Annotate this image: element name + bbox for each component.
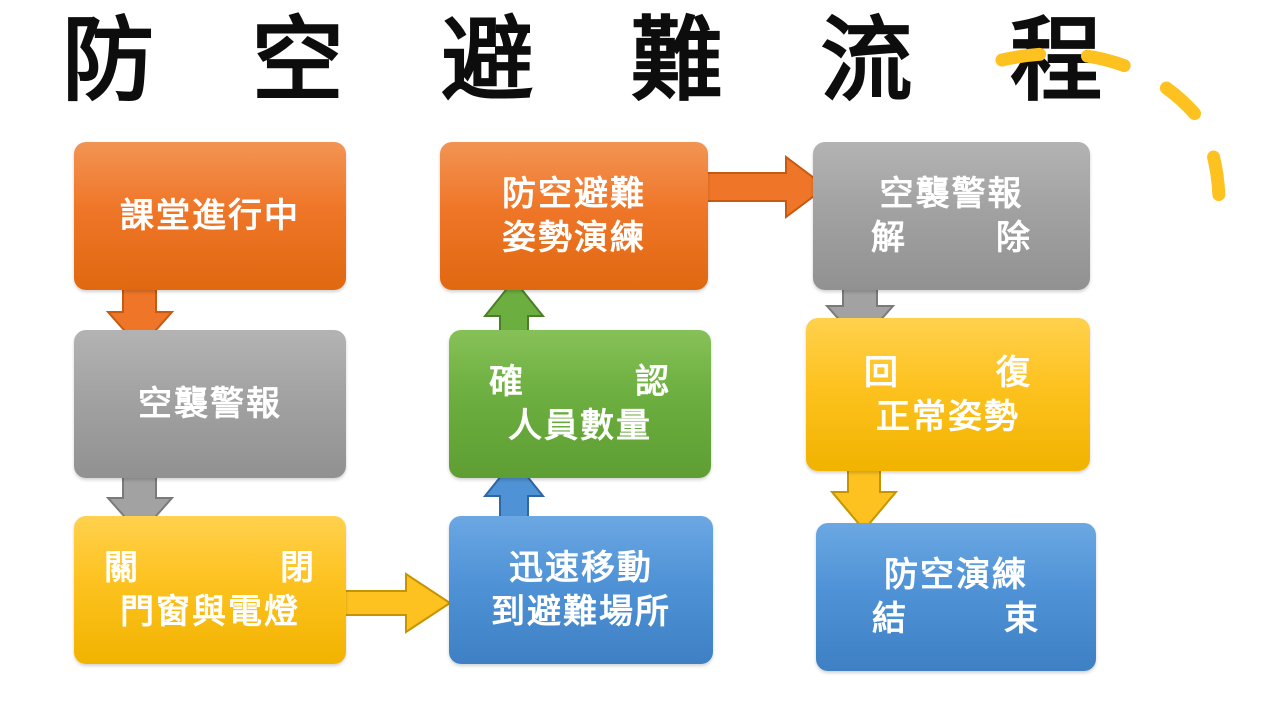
node-move-to-shelter: 迅速移動 到避難場所 <box>449 516 713 664</box>
node-posture-drill: 防空避難 姿勢演練 <box>440 142 708 290</box>
node-label: 正常姿勢 <box>876 396 1020 437</box>
title-char: 防 <box>62 7 155 114</box>
arrow-right-orange <box>691 155 828 219</box>
node-alarm-lifted: 空襲警報 解 除 <box>813 142 1090 290</box>
node-label: 門窗與電燈 <box>120 592 300 632</box>
node-label: 閉 <box>280 548 316 588</box>
node-label: 防空避難 <box>502 174 646 214</box>
node-class-in-progress: 課堂進行中 <box>74 142 346 290</box>
node-label: 迅速移動 <box>509 548 653 588</box>
node-label: 束 <box>1004 599 1040 639</box>
node-close-doors-lights: 關 閉 門窗與電燈 <box>74 516 346 664</box>
page-title: 防 空 避 難 流 程 <box>62 6 1102 116</box>
title-char: 避 <box>441 7 534 114</box>
node-label: 認 <box>635 362 671 402</box>
title-char: 空 <box>251 7 344 114</box>
node-resume-posture: 回 復 正常姿勢 <box>806 318 1090 471</box>
node-label: 確 <box>489 362 525 402</box>
node-label: 回 <box>864 352 900 393</box>
node-label: 姿勢演練 <box>502 218 646 258</box>
title-char: 難 <box>630 7 723 114</box>
node-confirm-headcount: 確 認 人員數量 <box>449 330 711 478</box>
node-air-raid-alarm: 空襲警報 <box>74 330 346 478</box>
node-label: 人員數量 <box>508 406 652 446</box>
node-label: 防空演練 <box>884 555 1028 595</box>
title-char: 程 <box>1009 7 1102 114</box>
node-label: 除 <box>996 218 1032 258</box>
node-label: 關 <box>104 548 140 588</box>
node-label: 復 <box>996 352 1032 393</box>
node-drill-end: 防空演練 結 束 <box>816 523 1096 671</box>
node-label: 空襲警報 <box>138 384 282 424</box>
arrow-right-yellow <box>339 572 452 634</box>
node-label: 結 <box>872 599 908 639</box>
node-label: 到避難場所 <box>491 592 671 632</box>
node-label: 空襲警報 <box>879 174 1024 214</box>
node-label: 解 <box>871 218 907 258</box>
title-char: 流 <box>820 7 913 114</box>
node-label: 課堂進行中 <box>120 196 300 236</box>
